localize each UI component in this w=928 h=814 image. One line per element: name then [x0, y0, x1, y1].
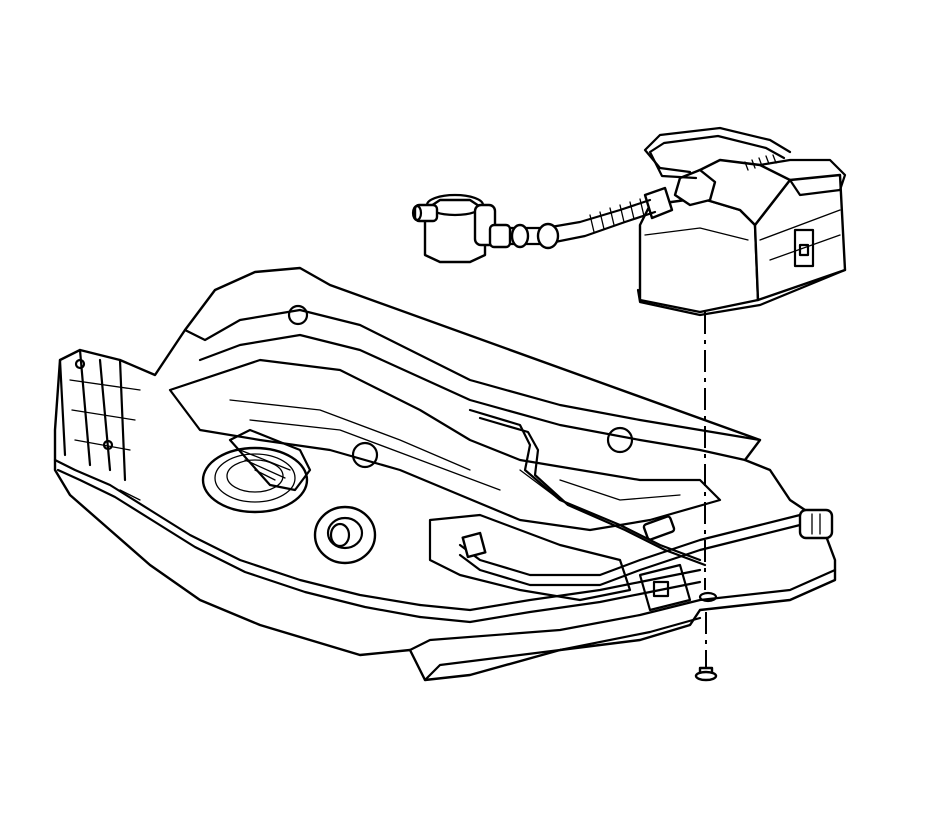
tank-left-ribs: [69, 379, 141, 501]
filler-neck: [313, 505, 377, 565]
tank-right-pocket: [428, 513, 632, 602]
tank-bracket: [638, 563, 692, 612]
fuel-line-2: [478, 416, 707, 567]
hose-coupler: [536, 222, 560, 250]
tank-flange-left-2: [56, 468, 422, 619]
fuel-line-1: [468, 408, 702, 562]
evap-canister: [636, 126, 847, 317]
hose-corrugations: [589, 198, 645, 233]
fuel-pump-module: [201, 428, 312, 514]
canister-top-ridge: [758, 158, 847, 197]
canister-port-2: [643, 186, 674, 220]
canister-port-1: [673, 168, 717, 207]
tank-boss-2: [351, 441, 379, 469]
line-connector-3: [798, 508, 834, 540]
canister-label-mark: [798, 243, 810, 257]
canister-label-plate: [793, 228, 815, 268]
tank-flange-front: [418, 568, 702, 612]
valve-outlet: [488, 223, 512, 249]
vent-valve: [411, 193, 512, 264]
fuel-tank-outline: [53, 266, 837, 682]
tank-boss-3: [606, 426, 634, 454]
fuel-line-4: [458, 523, 802, 587]
vent-hose: [503, 198, 657, 250]
bolt-head: [694, 670, 718, 682]
tank-rivet-2: [74, 358, 86, 370]
hose-clamp: [510, 223, 530, 249]
fuel-tank: [53, 266, 837, 682]
valve-body: [423, 198, 487, 264]
fuel-line-3: [458, 513, 802, 577]
mounting-bolt: [694, 312, 718, 682]
tank-top-ridge-2: [198, 333, 747, 462]
tank-flange-front-2: [418, 580, 702, 624]
tank-lower-skin: [408, 568, 837, 652]
bolt-hole: [698, 591, 718, 603]
canister-loop-hose: [643, 126, 792, 174]
corrugated-hose: [744, 154, 777, 171]
line-connector-2: [642, 515, 676, 541]
line-connector-1: [461, 531, 487, 559]
tank-tunnel: [168, 358, 722, 532]
tank-tunnel-lines: [229, 399, 681, 501]
tank-boss-1: [287, 304, 309, 326]
canister-base: [636, 268, 847, 317]
valve-inlet-opening: [411, 204, 423, 222]
tank-rivet-1: [102, 439, 114, 451]
tank-top-ridge: [183, 308, 762, 442]
canister-loop-hose-2: [648, 134, 786, 180]
canister-seams: [644, 209, 841, 261]
connector-ribs: [811, 513, 821, 535]
tank-flange-left: [53, 458, 422, 607]
tank-bottom-rim: [423, 616, 702, 682]
bracket-slot: [652, 580, 670, 598]
